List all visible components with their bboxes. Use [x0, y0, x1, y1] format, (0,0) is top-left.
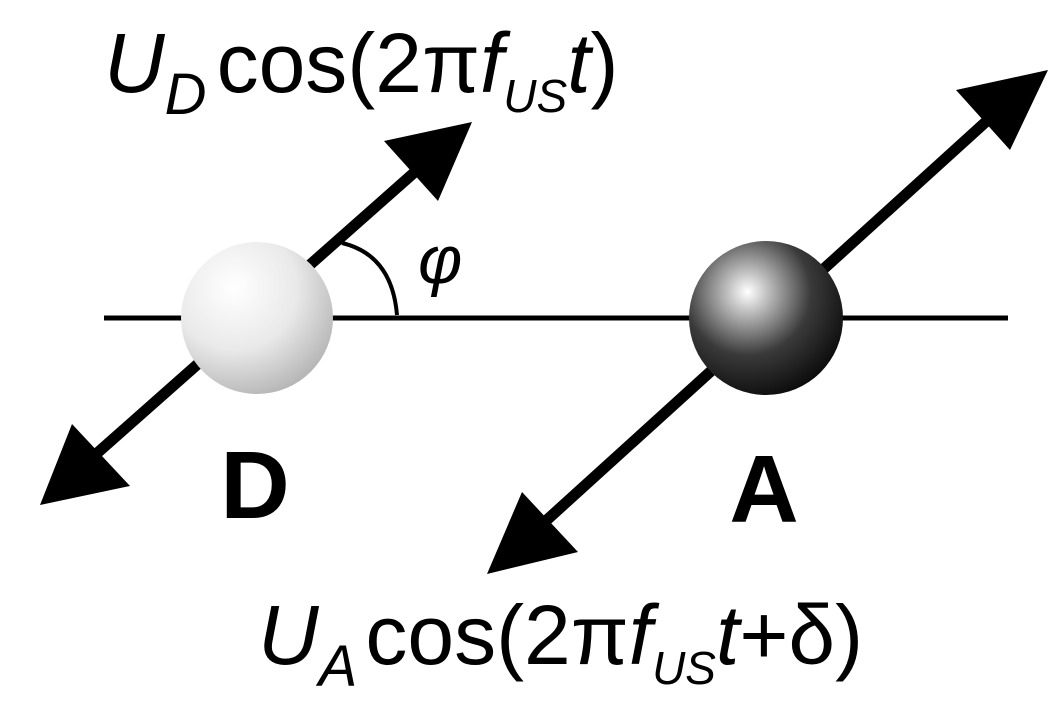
acceptor-sphere	[689, 241, 843, 395]
donor-sphere	[181, 242, 333, 394]
acceptor-label: A	[729, 436, 798, 543]
angle-arc	[341, 241, 399, 316]
acceptor-arrowhead-up	[956, 70, 1048, 150]
angle-label: φ	[418, 222, 462, 298]
acceptor-arrowhead-down	[487, 492, 578, 574]
donor-arrowhead-down	[40, 424, 130, 505]
donor-arrowhead-up	[384, 122, 472, 201]
donor-label: D	[220, 432, 289, 539]
acceptor-equation: UAcos(2πfUSt+δ)	[258, 588, 863, 699]
